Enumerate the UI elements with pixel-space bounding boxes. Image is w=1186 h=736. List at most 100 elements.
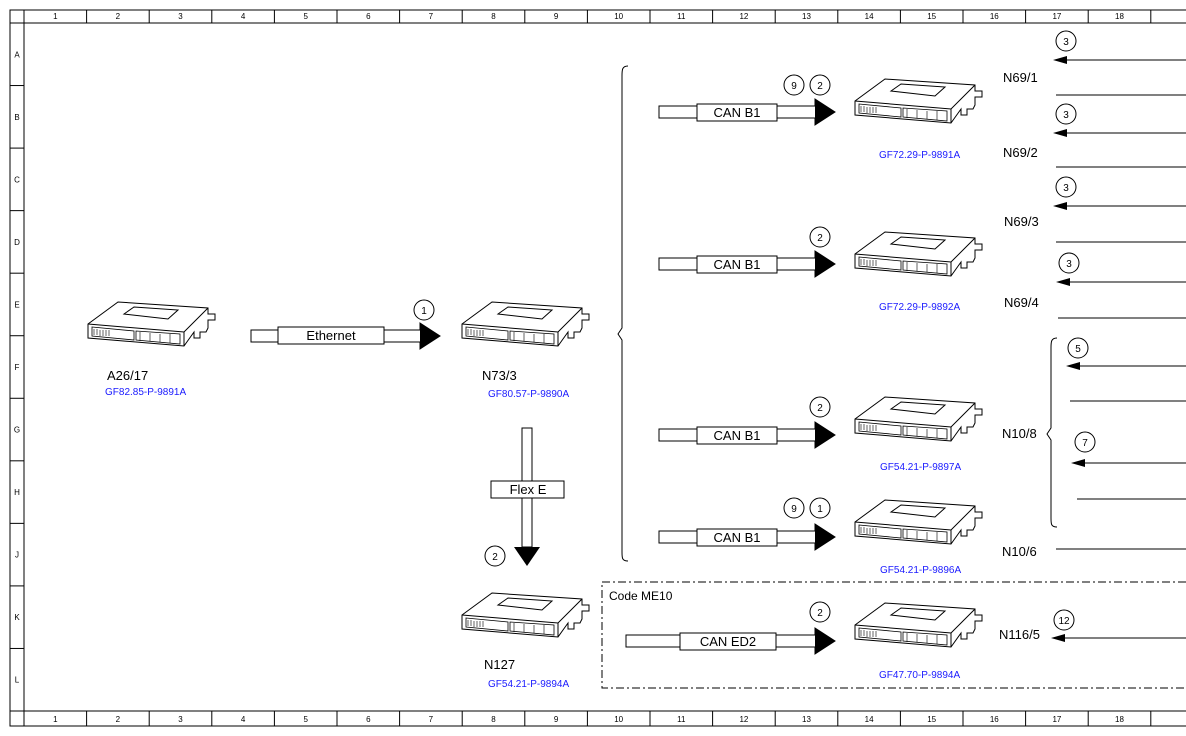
can-ed2-marker bbox=[809, 601, 831, 623]
grid-column-label-top: 17 bbox=[1052, 12, 1061, 21]
flex-e-bus-label-box bbox=[490, 480, 565, 499]
grid-column-label-bottom: 9 bbox=[554, 715, 559, 724]
grid-column-label-top: 1 bbox=[53, 12, 58, 21]
ethernet-bus-label: Ethernet bbox=[306, 328, 356, 343]
can-b1-2-bus-label: CAN B1 bbox=[714, 257, 761, 272]
grid-row-label: A bbox=[14, 50, 20, 59]
grid-column-label-top: 8 bbox=[491, 12, 496, 21]
module-n69-1-icon bbox=[854, 78, 983, 124]
connector-n10-6-label: N10/6 bbox=[1002, 544, 1037, 559]
module-n127-icon bbox=[461, 592, 590, 638]
grid-column-label-bottom: 10 bbox=[614, 715, 623, 724]
grid-row-label: F bbox=[15, 363, 20, 372]
can-b1-1-marker-b bbox=[809, 74, 831, 96]
code-me10-label: Code ME10 bbox=[609, 589, 673, 603]
module-n116-5-ref[interactable]: GF47.70-P-9894A bbox=[879, 670, 960, 681]
connector-n69-4-marker-label: 3 bbox=[1066, 259, 1072, 270]
can-b1-2-bus-label-box bbox=[696, 255, 778, 274]
grid-column-label-top: 11 bbox=[677, 12, 686, 21]
connector-n10-8-bracket bbox=[1046, 337, 1058, 528]
module-n69-3-icon bbox=[854, 231, 983, 277]
can-b1-1-bus-label: CAN B1 bbox=[714, 105, 761, 120]
module-a26-17-ref[interactable]: GF82.85-P-9891A bbox=[105, 387, 186, 398]
connector-n69-3-marker bbox=[1055, 176, 1077, 198]
code-me10-box bbox=[601, 581, 1186, 689]
connector-n69-4-label: N69/4 bbox=[1004, 295, 1039, 310]
module-n116-5-icon bbox=[854, 602, 983, 648]
can-ed2-marker-label: 2 bbox=[817, 608, 823, 619]
grid-column-label-bottom: 16 bbox=[990, 715, 999, 724]
grid-column-label-top: 4 bbox=[241, 12, 246, 21]
grid-row-label: J bbox=[15, 551, 19, 560]
can-ed2-bus-label-box bbox=[679, 632, 777, 651]
grid-row-label: C bbox=[14, 175, 20, 184]
connector-n69-3-marker-label: 3 bbox=[1063, 183, 1069, 194]
connector-n116-5-label: N116/5 bbox=[999, 627, 1040, 642]
can-b1-4-marker-b-label: 1 bbox=[817, 504, 823, 515]
flex-e-marker-label: 2 bbox=[492, 552, 498, 563]
ethernet-bus-label-box bbox=[277, 326, 385, 345]
grid-column-label-top: 7 bbox=[429, 12, 434, 21]
connector-n116-5-marker bbox=[1053, 609, 1075, 631]
grid-column-label-top: 9 bbox=[554, 12, 559, 21]
grid-column-label-bottom: 13 bbox=[802, 715, 811, 724]
grid-row-label: L bbox=[15, 676, 20, 685]
module-n10-6-icon bbox=[854, 499, 983, 545]
module-n10-8-ref[interactable]: GF54.21-P-9897A bbox=[880, 462, 961, 473]
grid-column-label-top: 10 bbox=[614, 12, 623, 21]
grid-column-label-bottom: 8 bbox=[491, 715, 496, 724]
grid-column-label-top: 6 bbox=[366, 12, 371, 21]
grid-column-label-bottom: 15 bbox=[927, 715, 936, 724]
connector-n69-1-marker-label: 3 bbox=[1063, 37, 1069, 48]
module-a26-17-name: A26/17 bbox=[107, 368, 148, 383]
grid-column-label-top: 18 bbox=[1115, 12, 1124, 21]
grid-column-label-top: 3 bbox=[178, 12, 183, 21]
module-n69-1-ref[interactable]: GF72.29-P-9891A bbox=[879, 150, 960, 161]
grid-column-label-bottom: 3 bbox=[178, 715, 183, 724]
connector-n69-4-marker bbox=[1058, 252, 1080, 274]
module-n73-3-name: N73/3 bbox=[482, 368, 517, 383]
grid-column-label-top: 16 bbox=[990, 12, 999, 21]
grid-column-label-bottom: 2 bbox=[116, 715, 121, 724]
can-b1-4-marker-b bbox=[809, 497, 831, 519]
module-n127-name: N127 bbox=[484, 657, 515, 672]
grid-column-label-bottom: 17 bbox=[1052, 715, 1061, 724]
grid-row-label: K bbox=[14, 613, 20, 622]
connector-n10-8-marker-a bbox=[1067, 337, 1089, 359]
can-b1-4-marker-a-label: 9 bbox=[791, 504, 797, 515]
connector-n69-2-marker bbox=[1055, 103, 1077, 125]
grid-column-label-top: 2 bbox=[116, 12, 121, 21]
grid-column-label-bottom: 18 bbox=[1115, 715, 1124, 724]
can-b1-1-marker-b-label: 2 bbox=[817, 81, 823, 92]
flex-e-bus-label: Flex E bbox=[510, 482, 547, 497]
grid-column-labels: 1122334455667788991010111112121313141415… bbox=[53, 12, 1124, 724]
grid-column-label-bottom: 5 bbox=[303, 715, 308, 724]
can-b1-4-bus-label-box bbox=[696, 528, 778, 547]
grid-column-label-top: 12 bbox=[739, 12, 748, 21]
connector-n69-1-marker bbox=[1055, 30, 1077, 52]
grid-column-label-bottom: 7 bbox=[429, 715, 434, 724]
grid-row-label: H bbox=[14, 488, 20, 497]
module-n10-8-icon bbox=[854, 396, 983, 442]
connector-n69-1-label: N69/1 bbox=[1003, 70, 1038, 85]
module-group-bracket bbox=[617, 65, 629, 562]
grid-column-label-bottom: 12 bbox=[739, 715, 748, 724]
can-b1-4-bus-label: CAN B1 bbox=[714, 530, 761, 545]
can-b1-3-bus-label: CAN B1 bbox=[714, 428, 761, 443]
connector-n10-8-marker-a-label: 5 bbox=[1075, 344, 1081, 355]
module-n10-6-ref[interactable]: GF54.21-P-9896A bbox=[880, 565, 961, 576]
module-a26-17-icon bbox=[87, 301, 216, 347]
module-n73-3-ref[interactable]: GF80.57-P-9890A bbox=[488, 389, 569, 400]
can-b1-3-marker-label: 2 bbox=[817, 403, 823, 414]
connector-n10-8-marker-b bbox=[1074, 431, 1096, 453]
module-n127-ref[interactable]: GF54.21-P-9894A bbox=[488, 679, 569, 690]
connector-n116-5-marker-label: 12 bbox=[1058, 616, 1070, 627]
grid-row-label: E bbox=[14, 300, 19, 309]
grid-column-label-bottom: 4 bbox=[241, 715, 246, 724]
connector-n69-2-label: N69/2 bbox=[1003, 145, 1038, 160]
grid-column-label-bottom: 11 bbox=[677, 715, 686, 724]
module-n69-3-ref[interactable]: GF72.29-P-9892A bbox=[879, 302, 960, 313]
can-b1-1-bus-label-box bbox=[696, 103, 778, 122]
grid-row-label: D bbox=[14, 238, 20, 247]
